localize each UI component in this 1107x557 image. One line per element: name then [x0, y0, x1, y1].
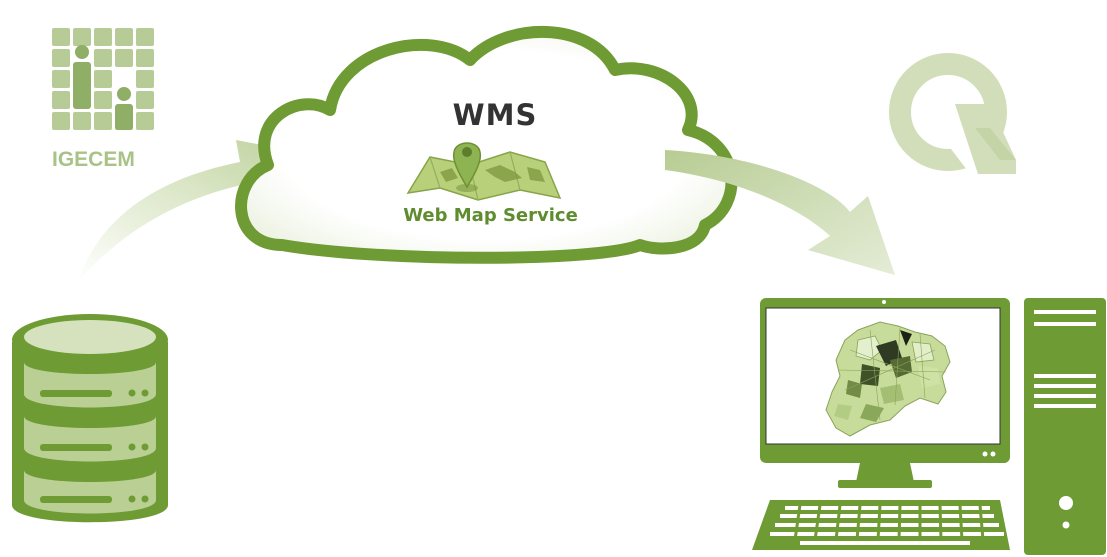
igecem-label: IGECEM: [52, 148, 135, 171]
monitor-map: [825, 321, 951, 437]
download-arrow: [665, 150, 895, 275]
igecem-logo: [52, 28, 154, 130]
cloud-subtitle: Web Map Service: [403, 205, 578, 226]
map-pin-icon: [406, 142, 562, 201]
qgis-logo-icon: [889, 53, 1018, 200]
wms-cloud: [235, 26, 738, 264]
cloud-title: WMS: [452, 98, 538, 132]
database-icon: [12, 314, 168, 523]
